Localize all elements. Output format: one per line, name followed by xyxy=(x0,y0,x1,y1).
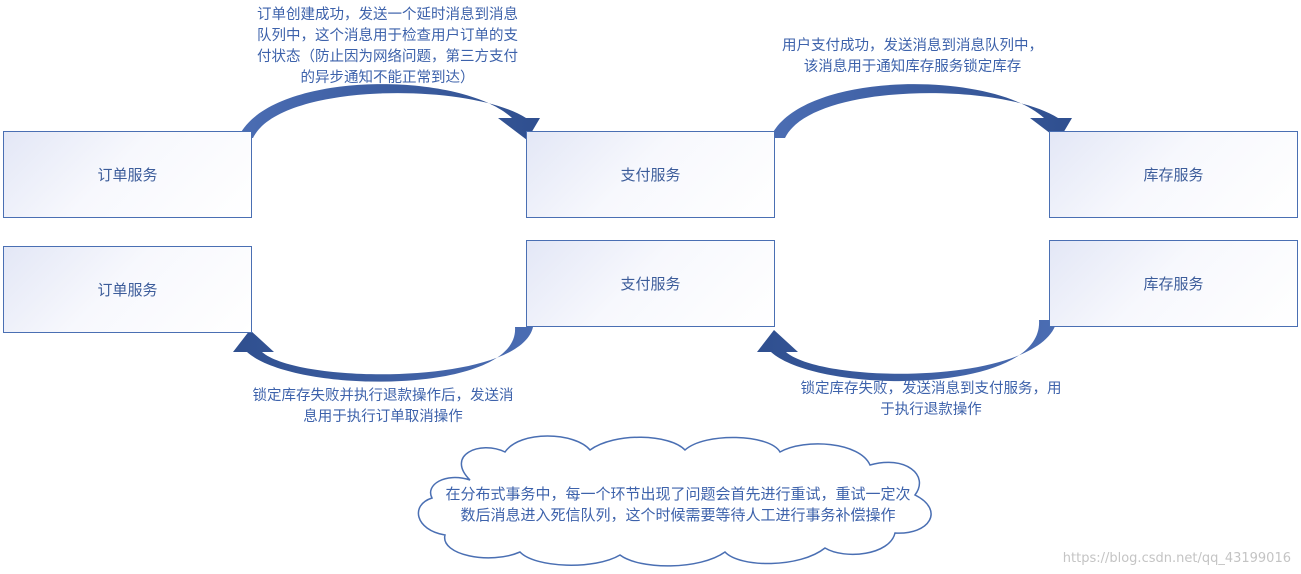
note-payment-to-inventory: 用户支付成功，发送消息到消息队列中， 该消息用于通知库存服务锁定库存 xyxy=(760,36,1065,78)
arrow-order-to-payment xyxy=(238,84,540,140)
note-line: 订单创建成功，发送一个延时消息到消息 xyxy=(257,7,518,23)
payment-service-box-top: 支付服务 xyxy=(526,131,775,218)
note-line: 队列中，这个消息用于检查用户订单的支 xyxy=(257,28,518,44)
payment-service-box-bottom: 支付服务 xyxy=(526,240,775,327)
note-line: 该消息用于通知库存服务锁定库存 xyxy=(803,59,1022,75)
note-line: 用户支付成功，发送消息到消息队列中， xyxy=(782,38,1043,54)
watermark: https://blog.csdn.net/qq_43199016 xyxy=(1062,551,1291,566)
arrow-payment-to-inventory xyxy=(770,84,1072,140)
arrow-payment-to-order xyxy=(233,327,533,382)
arrow-inventory-to-payment xyxy=(757,320,1057,382)
note-payment-to-order: 锁定库存失败并执行退款操作后，发送消 息用于执行订单取消操作 xyxy=(228,386,538,428)
note-inventory-to-payment: 锁定库存失败，发送消息到支付服务，用 于执行退款操作 xyxy=(776,379,1086,421)
cloud-line: 在分布式事务中，每一个环节出现了问题会首先进行重试，重试一定次 xyxy=(445,485,911,503)
order-service-label: 订单服务 xyxy=(97,281,158,299)
cloud-shape xyxy=(417,435,932,567)
cloud-line: 数后消息进入死信队列，这个时候需要等待人工进行事务补偿操作 xyxy=(460,506,896,524)
order-service-label: 订单服务 xyxy=(97,166,158,184)
inventory-service-label: 库存服务 xyxy=(1143,166,1204,184)
order-service-box-bottom: 订单服务 xyxy=(3,246,252,333)
cloud-note: 在分布式事务中，每一个环节出现了问题会首先进行重试，重试一定次 数后消息进入死信… xyxy=(418,484,938,526)
note-line: 锁定库存失败并执行退款操作后，发送消 xyxy=(252,388,514,404)
note-line: 付状态（防止因为网络问题，第三方支付 xyxy=(257,49,518,65)
payment-service-label: 支付服务 xyxy=(620,275,681,293)
inventory-service-box-top: 库存服务 xyxy=(1049,131,1298,218)
note-line: 锁定库存失败，发送消息到支付服务，用 xyxy=(800,381,1062,397)
note-line: 于执行退款操作 xyxy=(880,402,982,418)
inventory-service-label: 库存服务 xyxy=(1143,275,1204,293)
note-line: 的异步通知不能正常到达） xyxy=(300,70,475,86)
note-order-to-payment: 订单创建成功，发送一个延时消息到消息 队列中，这个消息用于检查用户订单的支 付状… xyxy=(235,5,540,89)
payment-service-label: 支付服务 xyxy=(620,166,681,184)
inventory-service-box-bottom: 库存服务 xyxy=(1049,240,1298,327)
note-line: 息用于执行订单取消操作 xyxy=(303,409,463,425)
order-service-box-top: 订单服务 xyxy=(3,131,252,218)
